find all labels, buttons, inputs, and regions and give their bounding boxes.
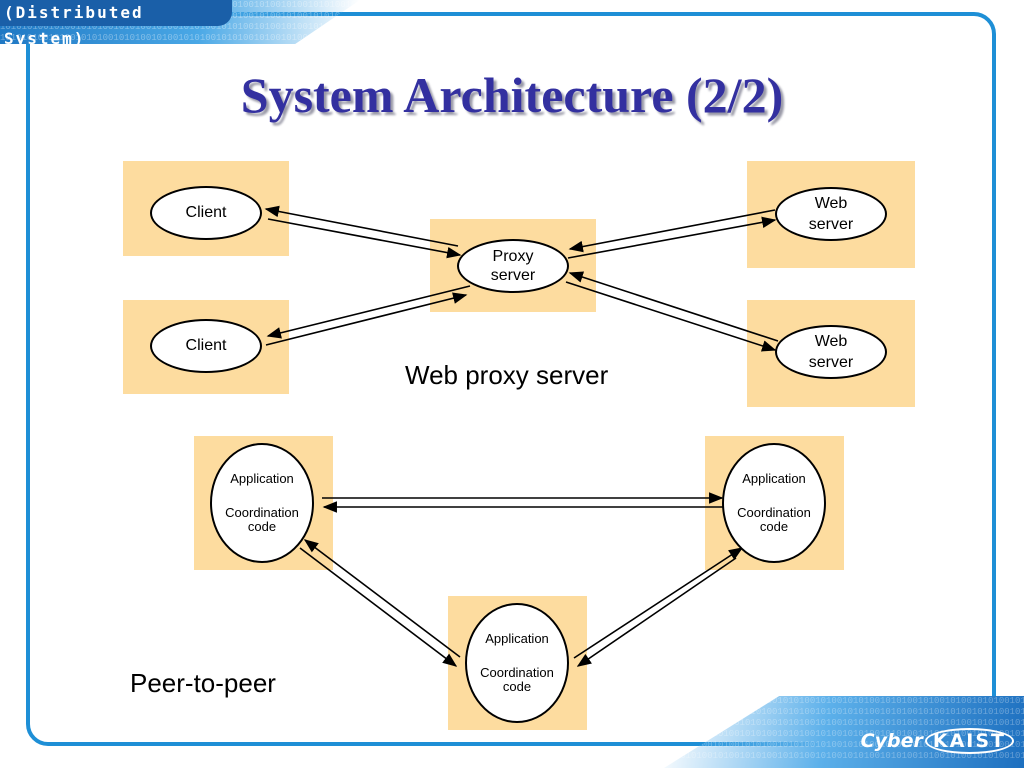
peer-left-code-label: code [247, 519, 277, 534]
peer-bottom-code-label: code [502, 679, 532, 694]
arrow-client-top-to-proxy [267, 218, 462, 259]
peer-right-coord-label: Coordination [737, 505, 811, 520]
peer-left-node: Application Coordination code [210, 443, 314, 563]
web-server-top-node: Web server [775, 187, 887, 241]
arrow-proxy-to-client-bottom [266, 285, 471, 339]
peer-bottom-coord-label: Coordination [480, 665, 554, 680]
arrow-peer-right-to-bottom [576, 557, 737, 667]
web-top-label-line1: Web [814, 195, 848, 212]
proxy-server-node: Proxy server [457, 239, 569, 293]
arrow-peer-left-to-bottom [299, 547, 458, 667]
peer-to-peer-caption: Peer-to-peer [130, 668, 276, 698]
arrow-peer-bottom-to-right [573, 547, 744, 659]
section-tag: (Distributed System) [0, 0, 232, 48]
arrow-peer-bottom-to-left [303, 539, 461, 658]
logo-main: KAIST [924, 728, 1014, 754]
logo-prefix: Cyber [860, 730, 923, 752]
arrow-client-bottom-to-proxy [265, 292, 468, 346]
arrow-web-bottom-to-proxy [568, 271, 779, 342]
page-title: System Architecture (2/2) [240, 67, 784, 123]
web-server-bottom-node: Web server [775, 325, 887, 379]
peer-left-app-label: Application [230, 471, 294, 486]
peer-right-app-label: Application [742, 471, 806, 486]
arrow-web-top-to-proxy [568, 209, 776, 253]
arrow-proxy-to-web-top [567, 216, 777, 259]
client-top-label: Client [185, 204, 227, 221]
peer-left-coord-label: Coordination [225, 505, 299, 520]
web-proxy-caption: Web proxy server [405, 360, 609, 390]
client-top-node: Client [150, 186, 262, 240]
proxy-label-line1: Proxy [492, 248, 534, 265]
peer-right-code-label: code [759, 519, 789, 534]
web-top-label-line2: server [808, 216, 854, 233]
proxy-label-line2: server [490, 267, 536, 284]
peer-right-node: Application Coordination code [722, 443, 826, 563]
web-bottom-label-line2: server [808, 354, 854, 371]
client-bottom-label: Client [185, 337, 227, 354]
peer-bottom-node: Application Coordination code [465, 603, 569, 723]
peer-bottom-app-label: Application [485, 631, 549, 646]
client-bottom-node: Client [150, 319, 262, 373]
arrow-proxy-to-client-top [264, 205, 459, 247]
web-bottom-label-line1: Web [814, 333, 848, 350]
arrow-proxy-to-web-bottom [565, 281, 777, 352]
